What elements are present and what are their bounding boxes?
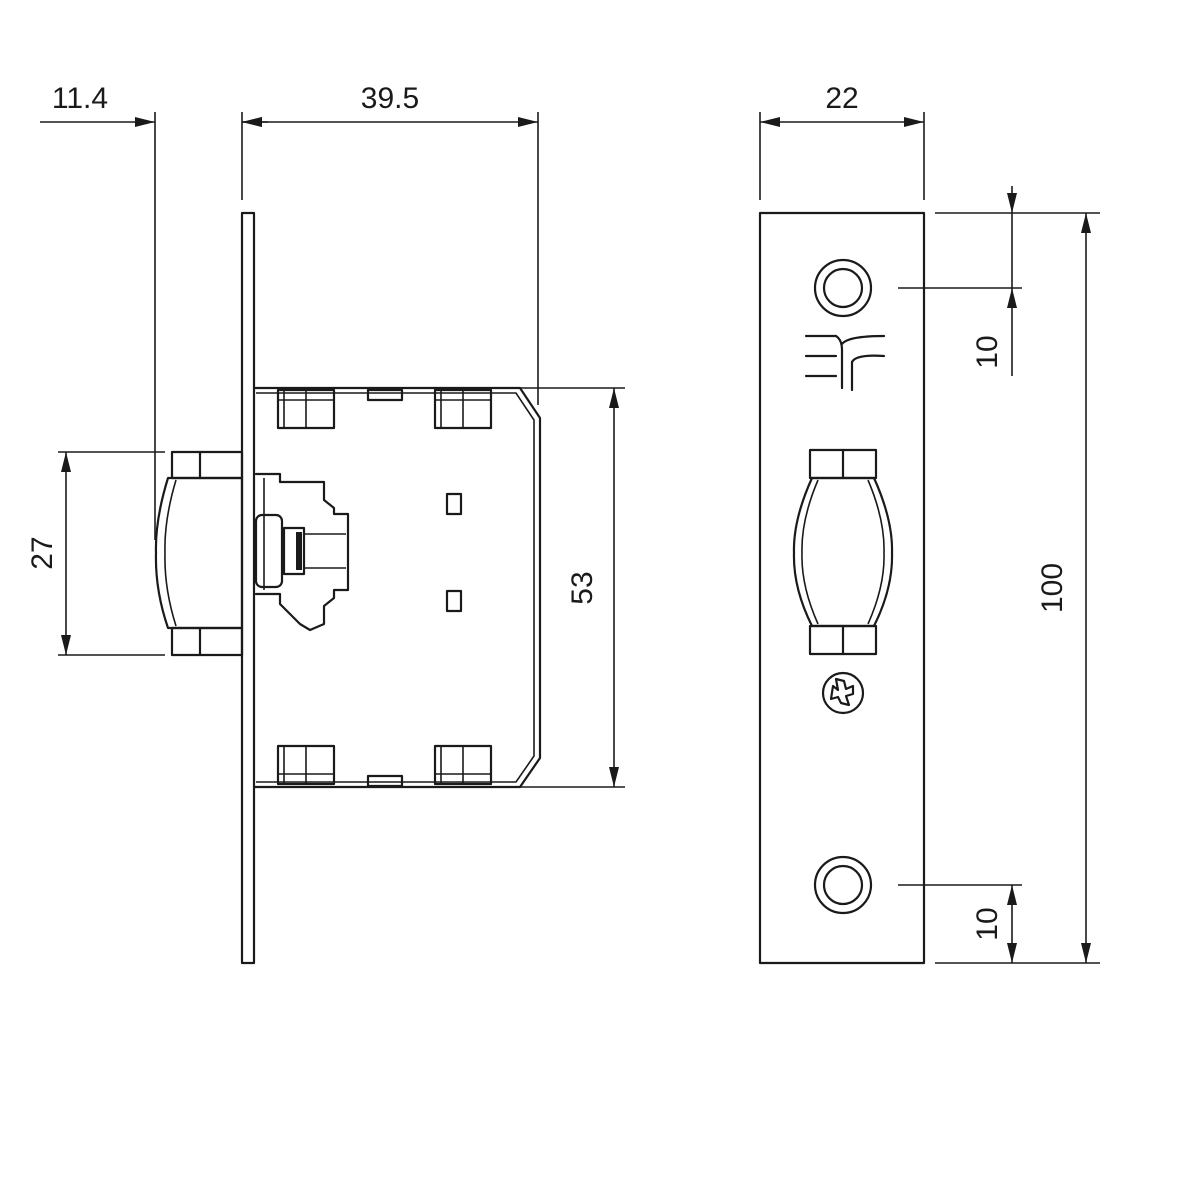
dim-label-body-depth: 39.5: [361, 82, 419, 115]
dim-label-latch-height: 27: [26, 536, 59, 569]
extension-lines-front: [759, 112, 1100, 964]
side-view: 11.4 39.5 27 53: [26, 82, 625, 965]
dim-plate-height: 100: [1036, 213, 1091, 963]
dim-label-latch-projection: 11.4: [52, 82, 108, 115]
dim-body-height: 53: [566, 388, 619, 787]
dim-bottom-hole-offset: 10: [971, 885, 1017, 963]
screw-head-phillips: [821, 671, 865, 715]
dim-label-plate-height: 100: [1036, 563, 1069, 613]
dim-plate-width: 22: [760, 82, 924, 127]
bottom-tabs: [276, 744, 493, 788]
latch-mechanism: [254, 472, 350, 632]
front-view: 22 100 10 10: [758, 82, 1100, 965]
dim-body-depth: 39.5: [242, 82, 538, 127]
dim-latch-projection: 11.4: [40, 82, 268, 127]
case-body-side: [252, 386, 542, 789]
faceplate-side: [240, 211, 256, 965]
latch-bolt-front: [792, 448, 894, 656]
dim-latch-height: 27: [26, 452, 71, 655]
dim-top-hole-offset: 10: [971, 186, 1017, 376]
top-tabs: [276, 388, 493, 430]
dim-label-top-hole-offset: 10: [971, 335, 1004, 368]
screw-hole-bottom: [813, 855, 873, 915]
screw-hole-top: [813, 258, 873, 318]
faceplate-front: [758, 211, 926, 965]
dim-label-bottom-hole-offset: 10: [971, 907, 1004, 940]
slot-lower: [445, 589, 463, 613]
latch-bolt-side: [154, 450, 244, 657]
brand-logo: [804, 334, 886, 392]
dim-label-body-height: 53: [566, 571, 599, 604]
dim-label-plate-width: 22: [825, 82, 858, 115]
extension-lines-side: [58, 112, 625, 788]
slot-upper: [445, 492, 463, 516]
